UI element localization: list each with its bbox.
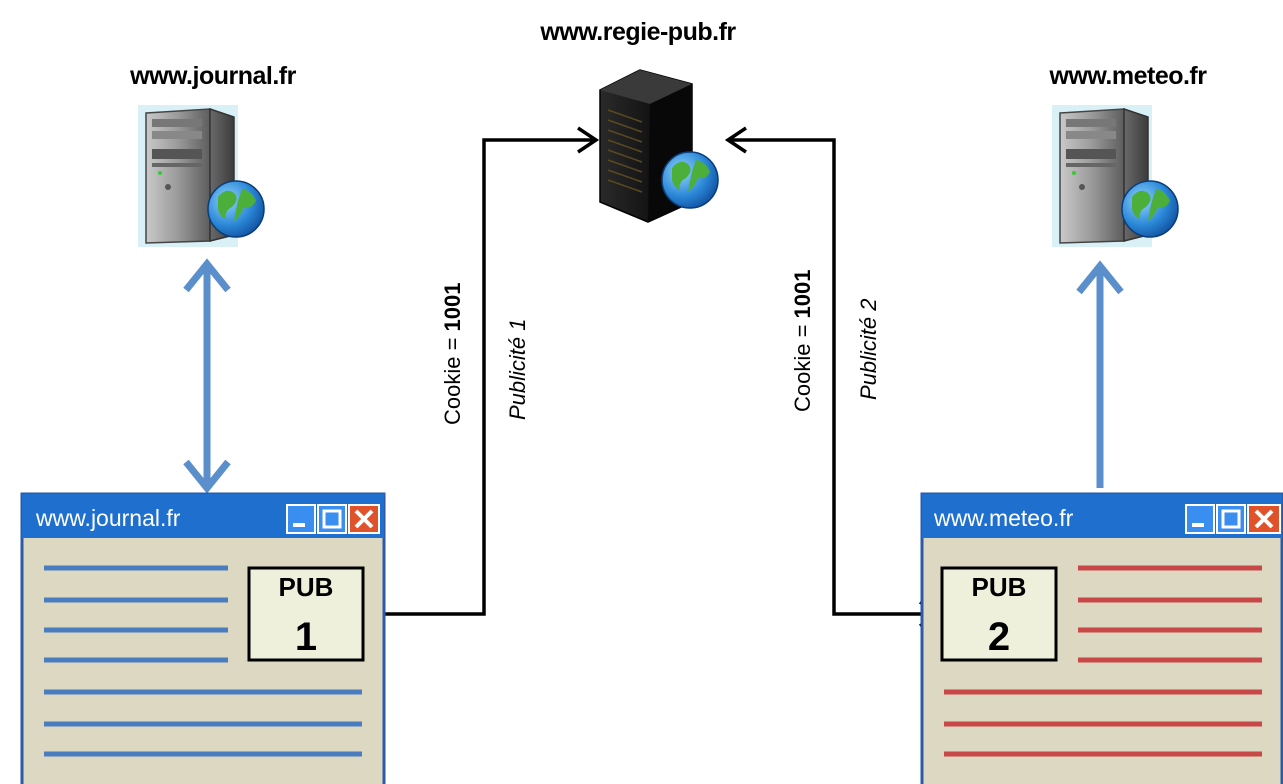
journal-server-label: www.journal.fr (129, 62, 296, 90)
meteo-server-label: www.meteo.fr (1049, 62, 1208, 90)
close-button[interactable] (348, 504, 380, 534)
meteo-pub-box: PUB 2 (940, 566, 1058, 662)
journal-browser-window: www.journal.fr PUB 1 (20, 492, 386, 784)
journal-window-title: www.journal.fr (35, 505, 181, 531)
right-cookie-label: Cookie = 1001 (790, 269, 815, 412)
maximize-button[interactable] (317, 504, 347, 534)
maximize-button[interactable] (1216, 504, 1246, 534)
regie-meteo-connector (724, 126, 942, 628)
regie-server-label: www.regie-pub.fr (539, 18, 736, 46)
meteo-pub-label: PUB (972, 572, 1027, 602)
close-button[interactable] (1247, 504, 1281, 534)
meteo-browser-window: www.meteo.fr PUB 2 (920, 492, 1283, 784)
journal-pub-label: PUB (279, 572, 334, 602)
left-cookie-label: Cookie = 1001 (440, 282, 465, 425)
journal-regie-connector (362, 126, 600, 628)
meteo-up-arrow (1076, 260, 1124, 488)
meteo-content-lines (944, 565, 1262, 757)
meteo-window-title: www.meteo.fr (933, 505, 1074, 531)
minimize-button[interactable] (1185, 504, 1215, 534)
right-ad-label: Publicité 2 (856, 298, 881, 400)
meteo-pub-number: 2 (988, 615, 1010, 659)
journal-pub-number: 1 (295, 615, 317, 659)
server-tower-globe-icon (1052, 105, 1179, 247)
journal-pub-box: PUB 1 (247, 566, 365, 662)
journal-bidirectional-arrow (183, 258, 231, 494)
left-ad-label: Publicité 1 (505, 318, 530, 420)
journal-content-lines (44, 565, 362, 757)
server-tower-globe-icon (138, 105, 265, 247)
minimize-button[interactable] (286, 504, 316, 534)
server-rack-globe-icon (599, 69, 719, 223)
